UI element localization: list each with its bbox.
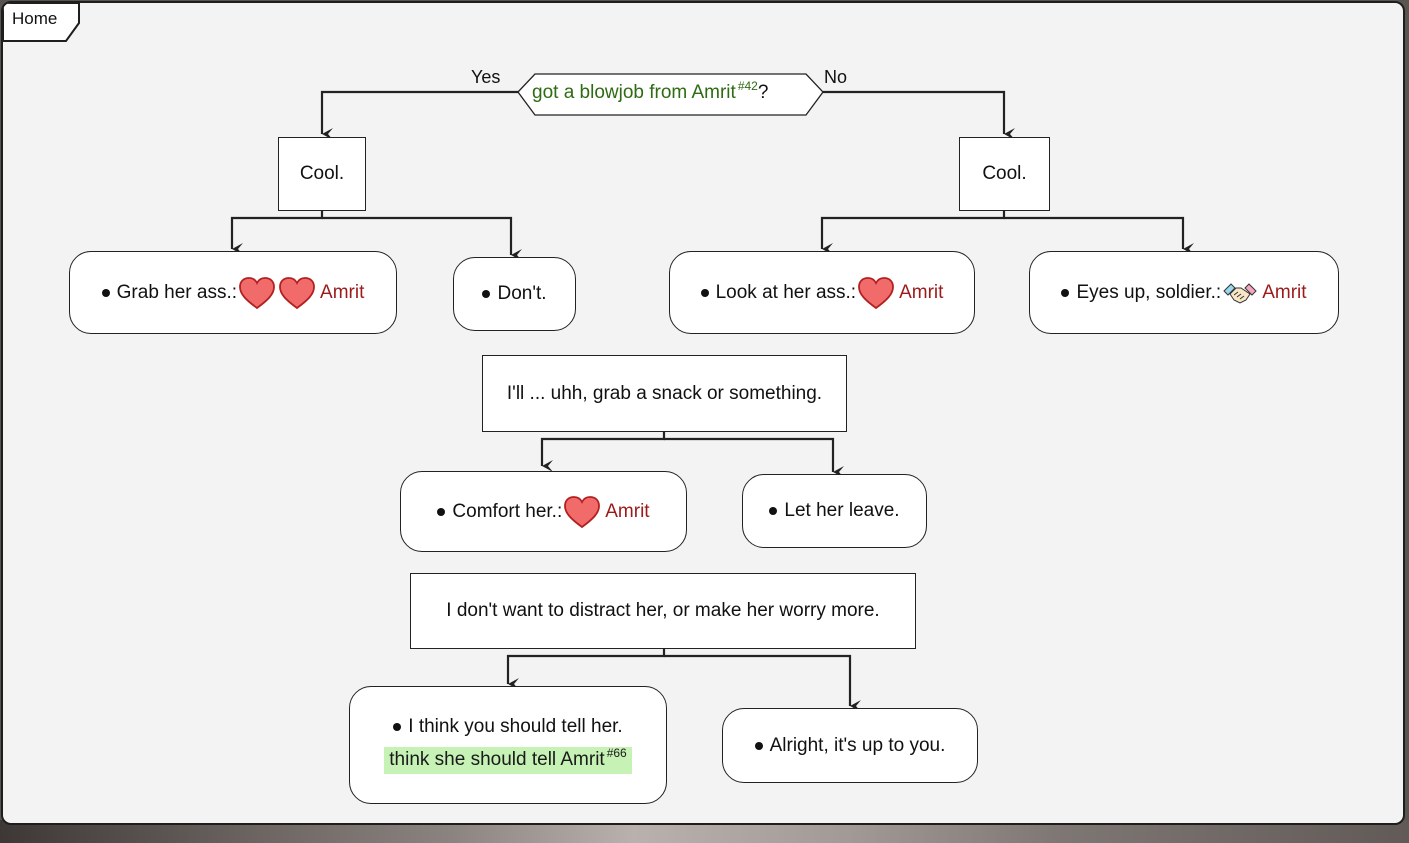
choice-eyes-up[interactable]: Eyes up, soldier.: Amrit xyxy=(1029,251,1339,334)
bullet-icon xyxy=(700,288,709,297)
choice-text: Don't. xyxy=(497,283,547,304)
bullet-icon xyxy=(769,507,778,515)
bullet-icon xyxy=(437,507,446,516)
bullet-icon xyxy=(482,290,491,298)
decision-condition: got a blowjob from Amrit#42? xyxy=(532,79,769,104)
heart-icon xyxy=(279,276,315,309)
node-snack: I'll ... uhh, grab a snack or something. xyxy=(482,355,847,432)
heart-icon xyxy=(564,495,601,528)
flag-badge: think she should tell Amrit#66 xyxy=(384,746,632,774)
choice-text: Grab her ass.: xyxy=(116,281,238,303)
home-tab-shape xyxy=(3,3,80,42)
choice-text: I think you should tell her. xyxy=(408,716,623,737)
flag-text: think she should tell Amrit xyxy=(389,749,605,770)
yes-label: Yes xyxy=(471,67,501,87)
choice-text: Eyes up, soldier.: xyxy=(1076,281,1222,303)
home-tab[interactable]: Home xyxy=(12,9,58,28)
node-distract: I don't want to distract her, or make he… xyxy=(410,573,916,649)
choice-up-to-you[interactable]: Alright, it's up to you. xyxy=(722,708,978,783)
node-cool-left: Cool. xyxy=(278,137,366,211)
choice-grab-ass[interactable]: Grab her ass.: Amrit xyxy=(69,251,397,334)
choice-text: Comfort her.: xyxy=(452,500,563,522)
bullet-icon xyxy=(101,288,110,297)
flow-connectors xyxy=(230,73,1194,712)
choice-comfort[interactable]: Comfort her.: Amrit xyxy=(400,471,687,552)
choice-tell-her[interactable]: I think you should tell her. think she s… xyxy=(349,686,667,804)
character-name: Amrit xyxy=(605,500,650,522)
choice-text: Alright, it's up to you. xyxy=(769,734,946,756)
condition-ref: #42 xyxy=(737,79,758,93)
yes-arrow xyxy=(320,90,518,140)
heart-icon xyxy=(858,276,894,309)
flowchart-panel: Home Yes No xyxy=(1,1,1405,825)
choice-text: Look at her ass.: xyxy=(715,281,857,303)
condition-suffix: ? xyxy=(757,82,769,103)
choice-look-ass[interactable]: Look at her ass.: Amrit xyxy=(669,251,975,334)
heart-icon xyxy=(239,276,275,309)
background-image xyxy=(0,820,1409,843)
choice-dont[interactable]: Don't. xyxy=(453,257,576,331)
condition-text: got a blowjob from Amrit xyxy=(532,82,736,103)
bullet-icon xyxy=(1061,288,1070,297)
flag-ref: #66 xyxy=(606,746,627,760)
choice-text: Let her leave. xyxy=(784,500,900,521)
bullet-icon xyxy=(393,723,402,731)
handshake-icon xyxy=(1223,282,1257,304)
no-arrow xyxy=(823,90,1015,140)
bullet-icon xyxy=(754,741,763,750)
node-cool-right: Cool. xyxy=(959,137,1050,211)
choice-let-leave[interactable]: Let her leave. xyxy=(742,474,927,548)
character-name: Amrit xyxy=(899,281,944,303)
character-name: Amrit xyxy=(1262,281,1307,303)
character-name: Amrit xyxy=(320,281,365,303)
no-label: No xyxy=(824,67,848,87)
